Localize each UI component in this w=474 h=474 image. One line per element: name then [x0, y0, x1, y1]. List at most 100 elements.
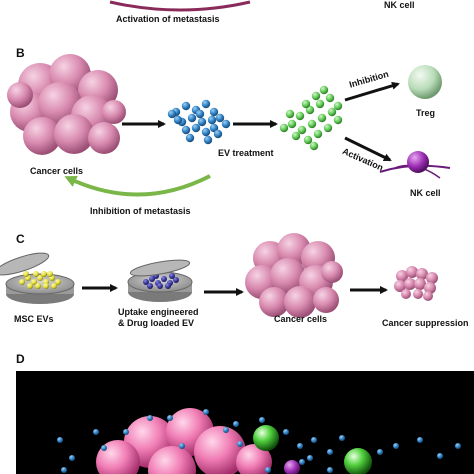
render-ev	[327, 449, 333, 455]
green-ev	[279, 123, 289, 133]
blue-ev	[167, 109, 177, 119]
engineered-ev-dish-icon	[127, 259, 193, 302]
render-green-cell	[344, 448, 372, 474]
small-cancer-cell	[423, 291, 433, 301]
blue-ev	[203, 135, 213, 145]
cancer-cell	[313, 287, 339, 313]
yellow-ev	[47, 271, 53, 277]
cancer-cell	[88, 122, 120, 154]
small-cancer-cell	[426, 272, 438, 284]
render-ev	[311, 437, 317, 443]
engineered-ev	[161, 276, 167, 282]
panel-d	[16, 371, 474, 474]
label-cancer-cells-c: Cancer cells	[274, 314, 328, 324]
render-ev	[327, 467, 333, 473]
blue-ev	[215, 113, 225, 123]
green-ev	[309, 141, 319, 151]
render-ev	[123, 429, 129, 435]
nk-cell-icon	[379, 151, 451, 179]
render-ev	[437, 453, 443, 459]
small-cancer-cell	[413, 289, 423, 299]
cancer-cell	[54, 114, 94, 154]
render-cancer-cell	[194, 426, 246, 474]
cancer-cell	[321, 261, 343, 283]
cancer-cell	[259, 287, 289, 317]
render-ev	[93, 429, 99, 435]
cancer-cell	[7, 82, 33, 108]
panel-letter-c: C	[16, 232, 25, 246]
engineered-ev	[147, 283, 153, 289]
yellow-ev	[23, 271, 29, 277]
render-cancer-cell	[236, 444, 272, 474]
panel-c	[0, 233, 438, 318]
green-ev-cluster	[279, 85, 343, 151]
render-ev	[233, 421, 239, 427]
render-ev	[101, 445, 107, 451]
blue-ev	[173, 115, 183, 125]
render-ev	[297, 443, 303, 449]
label-msc-evs: MSC EVs	[14, 314, 54, 324]
microscopy-render	[57, 408, 461, 474]
yellow-ev	[51, 283, 57, 289]
render-purple-cell	[284, 460, 300, 474]
arrow-activation	[344, 136, 392, 162]
label-uptake-line2: & Drug loaded EV	[118, 318, 195, 328]
green-ev	[319, 85, 329, 95]
render-ev	[237, 441, 243, 447]
label-treg: Treg	[416, 108, 436, 118]
render-ev	[417, 437, 423, 443]
label-cancer-cells-b: Cancer cells	[30, 166, 84, 176]
cancer-cell	[270, 258, 306, 294]
small-cancer-cell	[424, 282, 436, 294]
cancer-cell-cluster-c	[245, 233, 343, 318]
label-activation-of-metastasis: Activation of metastasis	[116, 14, 220, 24]
render-green-cell	[253, 425, 279, 451]
blue-ev	[181, 125, 191, 135]
yellow-ev	[41, 271, 47, 277]
blue-ev	[187, 113, 197, 123]
render-ev	[203, 409, 209, 415]
cancer-cell-cluster-b	[7, 54, 126, 155]
green-ev	[295, 111, 305, 121]
render-ev	[179, 443, 185, 449]
engineered-ev	[165, 283, 171, 289]
blue-ev	[201, 127, 211, 137]
arrow-inhibition	[344, 81, 400, 102]
engineered-ev	[173, 277, 179, 283]
inhibition-curve-arrow	[64, 174, 211, 197]
blue-ev	[213, 129, 223, 139]
blue-ev	[221, 119, 231, 129]
blue-ev	[195, 109, 205, 119]
treg-cell-icon	[408, 65, 442, 99]
render-ev	[393, 443, 399, 449]
render-ev	[57, 437, 63, 443]
green-ev	[313, 129, 323, 139]
engineered-ev	[143, 279, 149, 285]
metastasis-curve-arrow	[109, 0, 251, 12]
render-ev	[147, 415, 153, 421]
blue-ev	[201, 99, 211, 109]
green-ev	[291, 131, 301, 141]
green-ev	[297, 125, 307, 135]
green-ev	[325, 93, 335, 103]
green-ev	[303, 135, 313, 145]
cancer-cell	[23, 117, 61, 155]
green-ev	[307, 119, 317, 129]
panel-letter-b: B	[16, 46, 25, 60]
render-ev	[283, 429, 289, 435]
small-cancer-cell	[394, 280, 406, 292]
label-inhibition-of-metastasis: Inhibition of metastasis	[90, 206, 191, 216]
cancer-cell	[284, 286, 316, 318]
render-cancer-cell	[148, 446, 196, 474]
blue-ev	[191, 123, 201, 133]
green-ev	[317, 113, 327, 123]
suppressed-cancer-cluster	[394, 266, 438, 301]
blue-ev	[209, 107, 219, 117]
yellow-ev	[43, 283, 49, 289]
blue-ev	[207, 115, 217, 125]
blue-ev-cluster	[167, 99, 231, 145]
label-ev-treatment: EV treatment	[218, 148, 274, 158]
render-ev	[377, 449, 383, 455]
green-ev	[333, 115, 343, 125]
